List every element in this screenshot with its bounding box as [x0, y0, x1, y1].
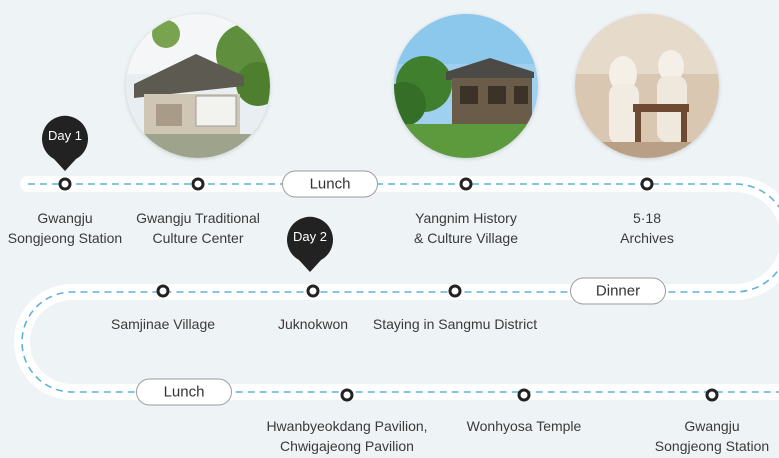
stop-label-line: & Culture Village — [413, 230, 519, 246]
stop-dot — [640, 177, 654, 191]
stop-label-songjeong-end: Gwangju Songjeong Station — [655, 416, 769, 456]
stop-label-sangmu: Staying in Sangmu District — [373, 314, 537, 334]
stop-dot — [58, 177, 72, 191]
stop-dot — [517, 388, 531, 402]
stop-dot — [156, 284, 170, 298]
village-house-photo — [394, 14, 538, 158]
stop-label-archives: 5·18 Archives — [620, 208, 674, 248]
dinner-pill: Dinner — [570, 277, 666, 305]
stop-label-line: Gwangju Traditional — [136, 210, 260, 226]
stop-label-line: Gwangju — [37, 210, 93, 226]
stop-label-line: Chwigajeong Pavilion — [280, 438, 414, 454]
stop-label-line: Juknokwon — [277, 316, 349, 332]
stop-label-line: Yangnim History — [415, 210, 517, 226]
day-2-marker: Day 2 — [285, 216, 335, 274]
stop-label-wonhyosa: Wonhyosa Temple — [467, 416, 582, 436]
stop-dot — [191, 177, 205, 191]
stop-label-juknokwon: Juknokwon — [278, 314, 348, 334]
stop-dot — [306, 284, 320, 298]
lunch-pill-row1: Lunch — [282, 170, 378, 198]
stop-label-line: Staying in Sangmu District — [372, 316, 538, 332]
stop-label-songjeong-start: Gwangju Songjeong Station — [8, 208, 122, 248]
stop-label-line: Songjeong Station — [654, 438, 770, 454]
culture-center-photo — [126, 14, 270, 158]
stop-dot — [705, 388, 719, 402]
stop-label-samjinae: Samjinae Village — [111, 314, 215, 334]
day-2-label: Day 2 — [293, 229, 327, 244]
stop-label-line: Songjeong Station — [7, 230, 123, 246]
stop-label-line: Gwangju — [684, 418, 740, 434]
lunch-pill-row3: Lunch — [136, 378, 232, 406]
stop-label-line: Culture Center — [152, 230, 244, 246]
stop-label-line: Wonhyosa Temple — [466, 418, 582, 434]
road-dash-line — [21, 183, 779, 393]
day-1-label: Day 1 — [48, 128, 82, 143]
stop-dot — [459, 177, 473, 191]
stop-label-line: 5·18 — [632, 210, 662, 226]
stop-label-line: Archives — [620, 230, 674, 246]
archives-statue-photo — [575, 14, 719, 158]
stop-label-culture-center: Gwangju Traditional Culture Center — [136, 208, 260, 248]
stop-label-yangnim: Yangnim History & Culture Village — [414, 208, 518, 248]
stop-label-line: Hwanbyeokdang Pavilion, — [266, 418, 428, 434]
stop-dot — [448, 284, 462, 298]
stop-dot — [340, 388, 354, 402]
day-1-marker: Day 1 — [40, 115, 90, 173]
stop-label-line: Samjinae Village — [110, 316, 216, 332]
stop-label-hwanbyeokdang: Hwanbyeokdang Pavilion, Chwigajeong Pavi… — [266, 416, 427, 456]
